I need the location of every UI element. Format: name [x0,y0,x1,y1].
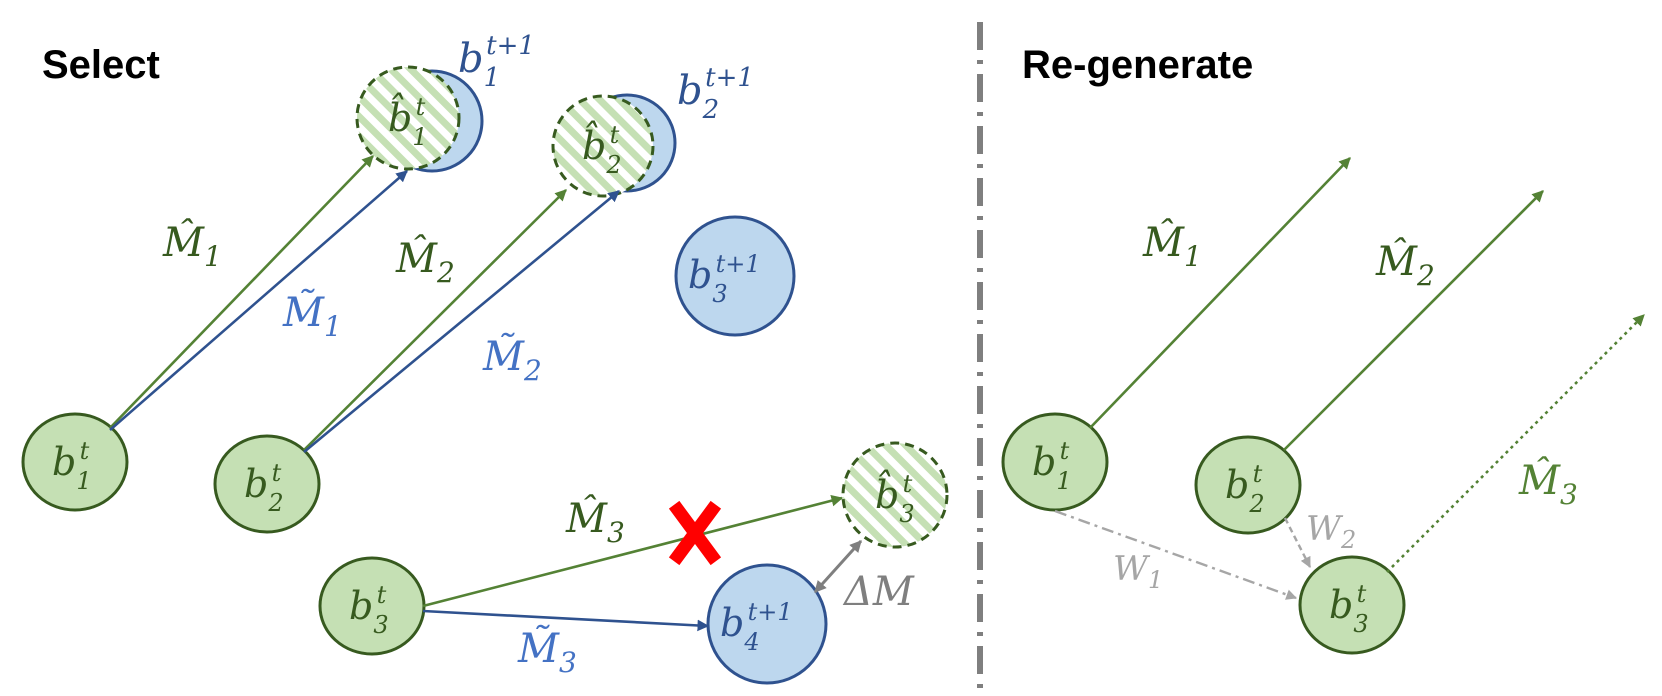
label-b2-hat: b̂2t [582,121,622,179]
label-delta-m: ΔM [842,569,915,615]
arrow-delta-m [813,539,863,594]
label-b1-hat: b̂1t [388,93,428,151]
label-b3-hat: b̂3t [875,470,915,528]
regen-arrow-w1 [1054,509,1298,600]
regen-arrow-w2 [1283,517,1312,568]
regen-label-w1: W1 [1113,549,1163,594]
node-b3-next [674,215,796,337]
regen-label-b3-t: b3t [1329,580,1369,638]
regen-arrow-m1-hat [1089,157,1351,429]
label-b2-next: b2t+1 [677,63,754,125]
regen-label-m3-hat: M̂3 [1518,458,1578,511]
regen-label-m2-hat: M̂2 [1375,239,1435,292]
label-m1-tilde: M̃1 [282,289,342,343]
label-m2-tilde: M̃2 [482,333,542,387]
arrow-m1-tilde [109,170,408,431]
arrow-m3-tilde [422,609,710,632]
regen-label-w2: W2 [1306,509,1356,554]
arrow-m1-hat [109,155,374,429]
reject-cross-icon [668,500,722,566]
regen-arrow-m2-hat [1283,190,1544,451]
label-b3-t: b3t [349,581,389,639]
regen-node-b3-t [1298,555,1406,655]
regen-node-b2-t [1194,435,1302,535]
node-b1-t [21,412,129,512]
node-b3-hat [841,441,949,549]
regenerate-panel-title: Re-generate [1022,43,1253,87]
label-m3-hat: M̂3 [565,496,625,549]
label-b4-next: b4t+1 [720,598,793,656]
arrow-m2-tilde [303,189,620,454]
arrow-m3-hat [422,494,844,608]
label-m3-tilde: M̃3 [517,625,577,679]
label-b1-next: b1t+1 [458,31,535,93]
regen-label-m1-hat: M̂1 [1142,220,1202,273]
select-panel-title: Select [42,43,160,87]
label-m2-hat: M̂2 [395,236,455,289]
label-b3-next: b3t+1 [688,250,761,308]
regen-node-b1-t [1001,412,1109,512]
regen-label-b2-t: b2t [1225,460,1265,518]
regen-arrow-m3-hat [1386,314,1645,573]
node-b2-hat [551,94,655,198]
label-b1-t: b1t [52,437,92,495]
regen-label-b1-t: b1t [1032,437,1072,495]
node-b1-hat [355,65,461,171]
label-m1-hat: M̂1 [162,220,222,273]
label-b2-t: b2t [244,459,284,517]
arrow-m2-hat [303,189,567,451]
node-b2-t [213,434,321,534]
